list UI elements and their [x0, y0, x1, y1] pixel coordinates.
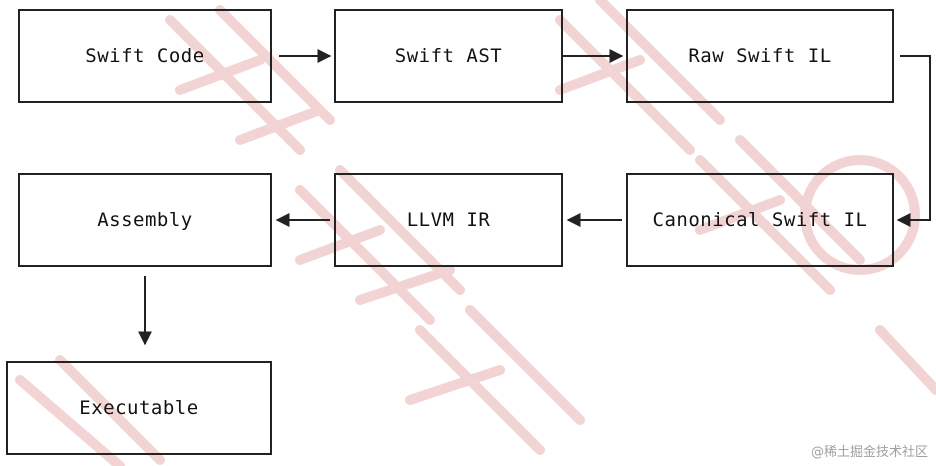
- arrow-raw-il-to-canonical-il: [896, 55, 931, 227]
- node-label: Raw Swift IL: [688, 45, 832, 67]
- node-raw-swift-il: Raw Swift IL: [626, 9, 894, 103]
- node-label: Swift AST: [394, 45, 503, 67]
- node-executable: Executable: [6, 361, 272, 455]
- node-assembly: Assembly: [18, 173, 272, 267]
- node-label: Canonical Swift IL: [652, 209, 868, 231]
- node-canonical-swift-il: Canonical Swift IL: [626, 173, 894, 267]
- node-swift-code: Swift Code: [18, 9, 272, 103]
- node-swift-ast: Swift AST: [334, 9, 563, 103]
- node-label: Swift Code: [85, 45, 205, 67]
- credit-watermark-text: @稀土掘金技术社区: [810, 445, 928, 460]
- node-llvm-ir: LLVM IR: [334, 173, 563, 267]
- node-label: LLVM IR: [406, 209, 491, 231]
- node-label: Assembly: [97, 209, 193, 231]
- node-label: Executable: [79, 397, 199, 419]
